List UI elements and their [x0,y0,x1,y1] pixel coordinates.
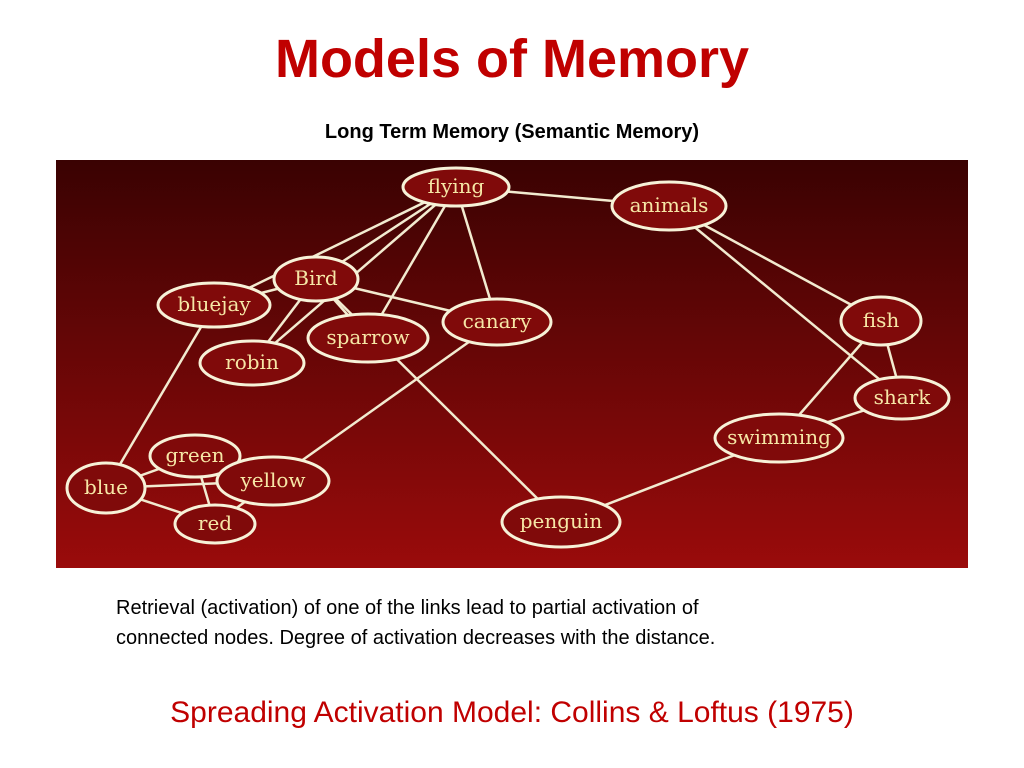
node-label-animals: animals [630,193,709,217]
node-bluejay: bluejay [156,281,272,329]
node-ellipse-sparrow [306,312,430,364]
node-ellipse-yellow [215,455,331,507]
node-yellow: yellow [215,455,331,507]
node-fish: fish [839,295,923,347]
node-ellipse-fish [839,295,923,347]
caption-line-1: Retrieval (activation) of one of the lin… [116,597,699,619]
node-shark: shark [853,375,951,421]
node-label-canary: canary [463,309,532,333]
node-label-shark: shark [874,385,932,409]
node-green: green [148,433,242,479]
model-name: Spreading Activation Model: Collins & Lo… [170,696,854,729]
node-swimming: swimming [713,412,845,464]
node-ellipse-red [173,503,257,545]
node-ellipse-green [148,433,242,479]
node-ellipse-bluejay [156,281,272,329]
node-ellipse-blue [65,461,147,515]
node-ellipse-robin [198,339,306,387]
node-label-red: red [198,511,232,535]
node-bird: Bird [272,255,360,303]
node-label-penguin: penguin [520,509,603,533]
node-robin: robin [198,339,306,387]
caption: Retrieval (activation) of one of the lin… [116,593,916,653]
node-ellipse-shark [853,375,951,421]
link-flying-sparrow [366,186,458,339]
link-animals-shark [668,205,903,399]
node-red: red [173,503,257,545]
node-label-swimming: swimming [727,425,831,449]
link-flying-bluejay [213,185,457,307]
node-animals: animals [610,180,728,232]
slide-title: Models of Memory [274,29,750,89]
node-label-flying: flying [428,174,485,198]
node-label-robin: robin [225,350,279,374]
node-label-fish: fish [863,308,900,332]
node-ellipse-swimming [713,412,845,464]
node-label-green: green [166,443,225,467]
node-ellipse-penguin [500,495,622,549]
node-penguin: penguin [500,495,622,549]
node-label-yellow: yellow [239,468,305,492]
node-blue: blue [65,461,147,515]
caption-line-2: connected nodes. Degree of activation de… [116,627,716,649]
node-ellipse-canary [441,297,553,347]
node-flying: flying [401,166,511,208]
node-label-bluejay: bluejay [177,292,251,316]
node-ellipse-flying [401,166,511,208]
node-canary: canary [441,297,553,347]
link-bluejay-blue [104,304,216,489]
link-canary-yellow [272,320,498,483]
node-label-blue: blue [84,475,128,499]
slide-subtitle: Long Term Memory (Semantic Memory) [324,121,700,143]
node-sparrow: sparrow [306,312,430,364]
node-ellipse-animals [610,180,728,232]
node-label-bird: Bird [294,266,338,290]
node-ellipse-bird [272,255,360,303]
node-label-sparrow: sparrow [326,325,409,349]
